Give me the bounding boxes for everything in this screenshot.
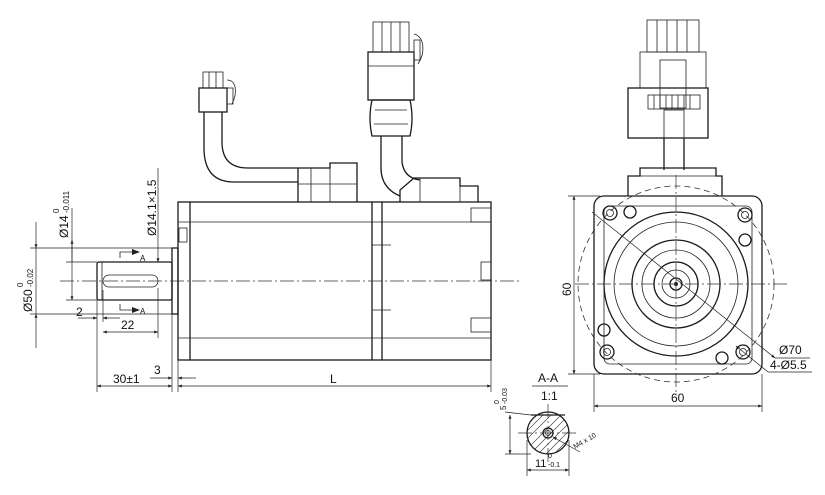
flange-diameter-tol-upper: 0 <box>16 282 25 287</box>
bolt-circle-label: Ø70 <box>779 343 802 357</box>
key-depth-tol-lower: -0.03 <box>502 388 509 404</box>
shaft-diameter-tol-upper: 0 <box>52 208 61 213</box>
section-mark-bottom: A <box>140 307 146 316</box>
shaft-cut-label: 11 <box>535 458 546 470</box>
thread-label: M4 x 10 <box>573 432 598 451</box>
key-depth-tol-upper: 0 <box>494 400 501 404</box>
encoder-cable <box>203 112 298 183</box>
section-title: A-A <box>538 371 558 385</box>
square-flange <box>593 195 763 375</box>
key-offset-label: 2 <box>76 305 83 319</box>
shaft-cut-tol-lower: -0.1 <box>548 462 560 469</box>
mounting-holes <box>597 205 753 365</box>
key-length-label: 22 <box>121 318 135 332</box>
power-cable <box>380 136 401 197</box>
power-connector <box>367 51 415 101</box>
holes-label: 4-Ø5.5 <box>770 358 807 372</box>
key-depth-label: 5 <box>499 405 508 410</box>
flange-diameter-label: Ø50 <box>21 289 35 312</box>
side-view: Ø14 0 -0.011 Ø50 0 -0.02 Ø14.1×1.5 A A <box>16 21 520 392</box>
encoder-connector <box>198 87 228 113</box>
section-scale: 1:1 <box>541 389 558 403</box>
shaft-diameter-label: Ø14 <box>57 215 71 238</box>
shaft-cut-tol-upper: 0 <box>548 453 552 460</box>
flange-diameter-tol-lower: -0.02 <box>26 268 35 287</box>
connector-housing <box>297 162 358 202</box>
shaft-diameter-tol-lower: -0.011 <box>62 190 71 213</box>
body-length-label: L <box>330 372 337 386</box>
shaft-step-label: Ø14.1×1.5 <box>145 179 159 236</box>
section-mark-top: A <box>140 254 146 263</box>
section-view: A-A 1:1 5 0 <box>494 371 598 476</box>
front-height-label: 60 <box>560 282 574 296</box>
flange-thickness-label: 3 <box>154 363 161 377</box>
front-view: Ø70 4-Ø5.5 60 60 <box>560 19 812 412</box>
front-width-label: 60 <box>671 391 685 405</box>
front-connector-body <box>627 87 709 139</box>
shaft-length-label: 30±1 <box>113 372 140 386</box>
